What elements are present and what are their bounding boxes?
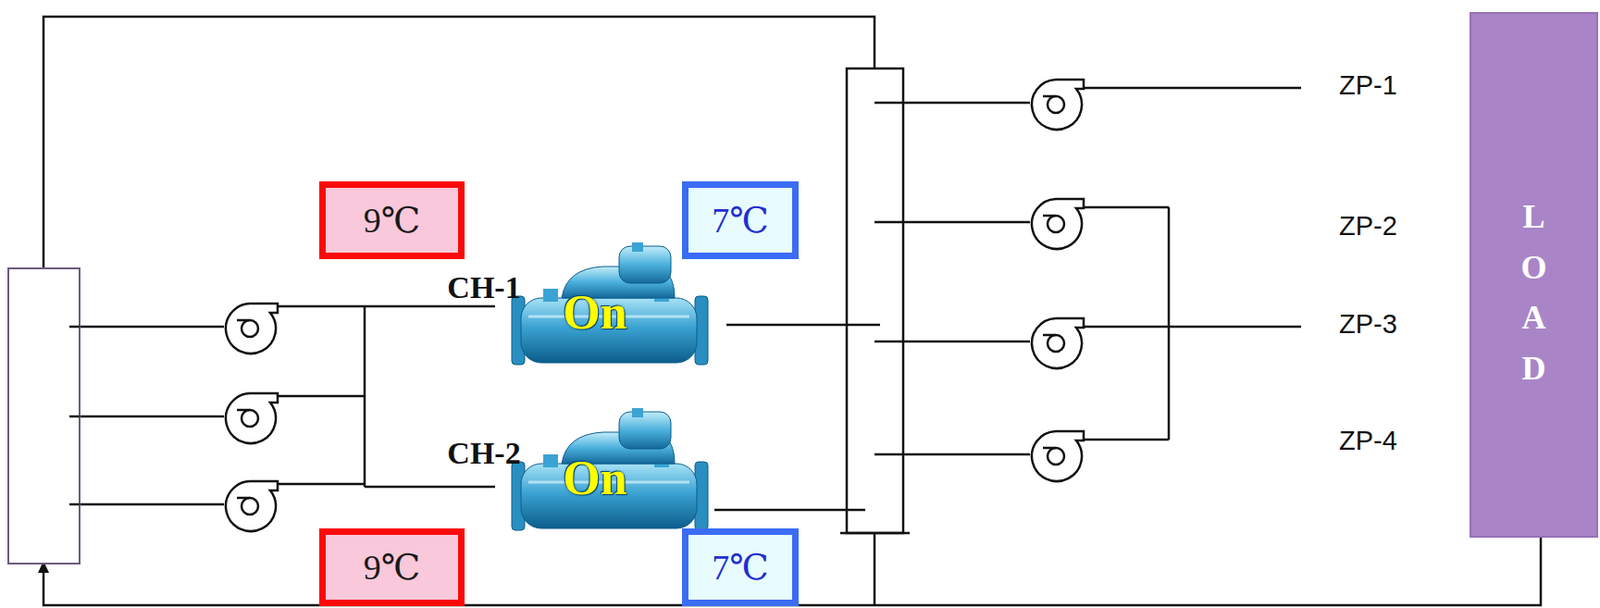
temperature-box: 9℃ [319, 181, 465, 260]
status-text: On [562, 454, 627, 503]
pump-label: ZP-1 [1339, 70, 1398, 101]
temperature-value: 9℃ [363, 199, 422, 241]
temperature-value: 9℃ [363, 546, 422, 588]
temperature-box: 7℃ [682, 181, 799, 260]
temperature-value: 7℃ [711, 199, 769, 241]
chiller-unit: CH-2On [387, 408, 705, 538]
temperature-box: 9℃ [319, 528, 465, 607]
temperature-value: 7℃ [711, 546, 769, 588]
pipes [43, 16, 1541, 606]
pump-label: ZP-3 [1339, 309, 1398, 340]
pump-label: ZP-2 [1339, 210, 1398, 242]
load-box: LOAD [1469, 12, 1599, 538]
temperature-box: 7℃ [682, 528, 799, 607]
return-header [8, 268, 80, 564]
chiller-name: CH-2 [446, 437, 521, 470]
pump-label: ZP-4 [1339, 425, 1398, 457]
load-label: LOAD [1517, 191, 1551, 395]
chiller-unit: CH-1On [387, 242, 705, 373]
status-text: On [562, 288, 627, 337]
chiller-name: CH-1 [446, 272, 521, 304]
supply-header [846, 68, 904, 534]
